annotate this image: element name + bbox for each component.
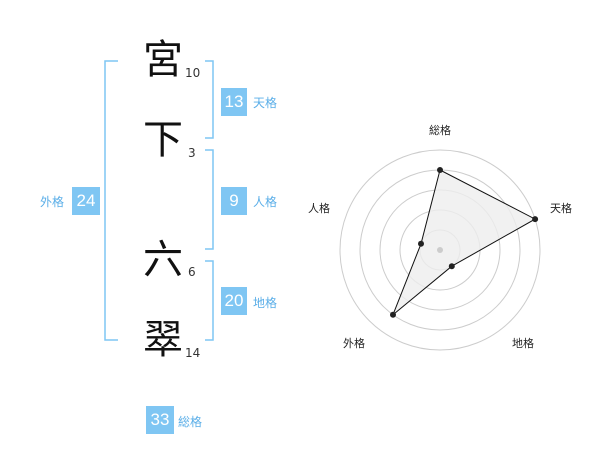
radar-ring-5 [339, 149, 541, 351]
stroke-count-4: 14 [185, 346, 201, 360]
radar-point-2 [448, 263, 455, 270]
bracket-jinkaku [205, 149, 214, 250]
bracket-gaikaku [104, 60, 118, 341]
jinkaku-score: 9 [221, 187, 247, 215]
chikaku-score: 20 [221, 287, 247, 315]
radar-point-3 [390, 311, 396, 318]
name-char-2: 下 [143, 117, 183, 163]
bracket-tenkaku [205, 60, 214, 139]
bracket-chikaku [205, 260, 214, 341]
soukaku-label: 総格 [178, 415, 203, 429]
radar-label-soukaku: 総格 [429, 123, 451, 137]
stroke-count-3: 6 [188, 265, 196, 279]
tenkaku-label: 天格 [253, 96, 278, 110]
jinkaku-label: 人格 [253, 195, 278, 209]
radar-label-jinkaku: 人格 [308, 201, 330, 215]
radar-polygon [392, 169, 537, 316]
stroke-count-1: 10 [185, 66, 201, 80]
radar-label-gaikaku: 外格 [343, 336, 365, 350]
radar-point-4 [418, 240, 424, 247]
radar-label-chikaku: 地格 [512, 336, 534, 350]
radar-point-0 [437, 167, 443, 173]
name-char-1: 宮 [143, 37, 183, 83]
radar-point-1 [532, 216, 539, 223]
tenkaku-score: 13 [221, 88, 247, 116]
radar-points [390, 167, 539, 318]
chikaku-label: 地格 [253, 296, 278, 310]
name-char-4: 翠 [143, 317, 183, 363]
radar-label-tenkaku: 天格 [550, 201, 572, 215]
radar-center-dot [437, 247, 443, 253]
gaikaku-score: 24 [72, 187, 100, 215]
stroke-count-2: 3 [188, 146, 196, 160]
soukaku-score: 33 [146, 406, 174, 434]
gaikaku-label: 外格 [40, 195, 65, 209]
name-char-3: 六 [143, 237, 183, 283]
